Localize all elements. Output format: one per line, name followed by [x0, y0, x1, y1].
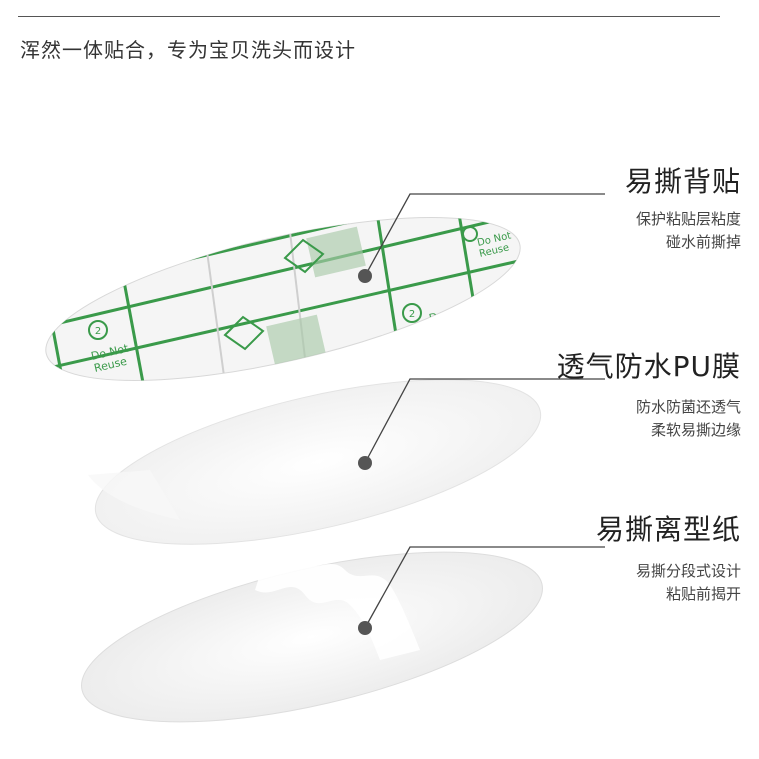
- leader-line-backing: [364, 193, 605, 277]
- layer-title-pu-film: 透气防水PU膜: [556, 350, 741, 383]
- marker-dot-pu-film: [358, 456, 372, 470]
- layer-title-release-paper: 易撕离型纸: [595, 513, 741, 546]
- leader-line-release-paper: [364, 546, 605, 629]
- layer-title-backing: 易撕背贴: [624, 165, 741, 198]
- pu-film-layer: [88, 379, 542, 545]
- backing-layer: 2 Do Not Reuse 2 Do Not Reuse Do Not Reu…: [32, 183, 534, 415]
- layer-desc-pu-film: 防水防菌还透气 柔软易撕边缘: [635, 398, 741, 439]
- svg-text:2: 2: [409, 309, 415, 320]
- reuse-badge-right: [402, 303, 422, 323]
- marker-dot-release-paper: [358, 621, 372, 635]
- headline: 浑然一体贴合，专为宝贝洗头而设计: [20, 38, 356, 62]
- leader-line-pu-film: [364, 378, 605, 464]
- top-divider: [18, 16, 720, 17]
- reuse-badge-left: [88, 320, 108, 340]
- svg-text:2: 2: [95, 326, 101, 337]
- release-paper-layer: [81, 551, 543, 723]
- svg-text:Reuse: Reuse: [432, 317, 468, 337]
- marker-dot-backing: [358, 269, 372, 283]
- layer-desc-release-paper: 易撕分段式设计 粘贴前揭开: [635, 562, 741, 603]
- layer-desc-backing: 保护粘贴层粘度 碰水前撕掉: [635, 210, 741, 251]
